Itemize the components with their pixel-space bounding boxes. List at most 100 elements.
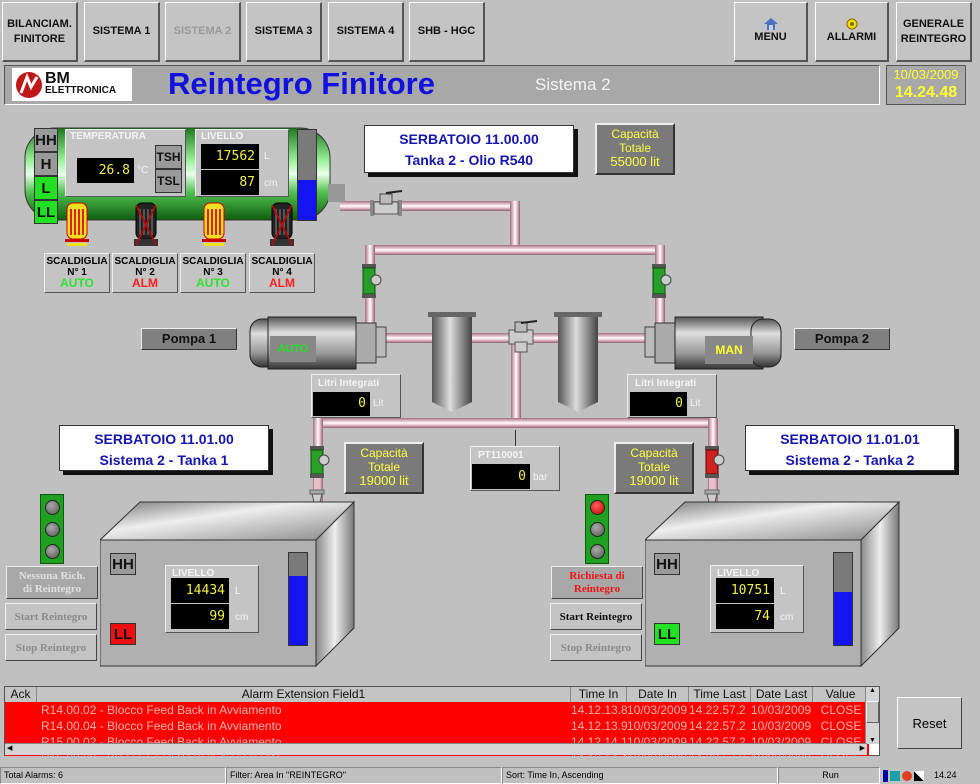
level-label: LIVELLO xyxy=(201,131,244,142)
tray-app-icon[interactable] xyxy=(914,770,924,781)
alarm-horizontal-scrollbar[interactable]: ◀ ▶ xyxy=(5,743,867,755)
tank-2-start-reintegro-button[interactable]: Start Reintegro xyxy=(550,603,642,630)
request-text: Nessuna Rich. xyxy=(18,570,86,582)
tank-1-start-reintegro-button[interactable]: Start Reintegro xyxy=(5,603,97,630)
heater-number: N° 3 xyxy=(203,267,223,278)
tank-1-request-status: Nessuna Rich.di Reintegro xyxy=(6,566,98,599)
tank-2-label-panel: SERBATOIO 11.01.01 Sistema 2 - Tanka 2 xyxy=(745,425,955,471)
alarm-cell-value: CLOSE xyxy=(820,703,862,717)
heater-label: SCALDIGLIA xyxy=(114,256,176,267)
pipe xyxy=(511,338,521,428)
request-text: Richiesta di xyxy=(569,570,625,582)
alarm-row[interactable]: R14.00.04 - Blocco Feed Back in Avviamen… xyxy=(5,718,869,734)
tray-icon[interactable] xyxy=(883,769,888,782)
column-header-ack[interactable]: Ack xyxy=(5,687,37,702)
alarm-row[interactable]: R14.00.02 - Blocco Feed Back in Avviamen… xyxy=(5,702,869,718)
column-header-time-in[interactable]: Time In xyxy=(571,687,627,702)
scroll-down-icon[interactable]: ▼ xyxy=(869,737,876,744)
liters-unit: Lit xyxy=(690,398,701,409)
capacity-label: Totale xyxy=(618,141,652,155)
menu-button[interactable]: MENU xyxy=(734,2,808,62)
level-l-indicator: L xyxy=(34,176,58,200)
liters-unit: L xyxy=(780,586,786,597)
column-header-date-in[interactable]: Date In xyxy=(627,687,689,702)
nav-sistema-1-button[interactable]: SISTEMA 1 xyxy=(84,2,160,62)
alarm-cell-text: R14.00.04 - Blocco Feed Back in Avviamen… xyxy=(41,719,282,733)
main-tank-label-panel: SERBATOIO 11.00.00 Tanka 2 - Olio R540 xyxy=(364,125,574,173)
pump-1-liters-value: 0 xyxy=(313,392,370,416)
heater-number: N° 4 xyxy=(272,267,292,278)
alarm-vertical-scrollbar[interactable]: ▲ ▼ xyxy=(865,687,879,744)
reset-button[interactable]: Reset xyxy=(897,697,962,749)
nav-sistema-3-button[interactable]: SISTEMA 3 xyxy=(246,2,322,62)
capacity-value: 55000 lit xyxy=(610,154,660,169)
alarm-cell-time-last: 14.22.57.2 xyxy=(689,703,746,717)
title-bar xyxy=(4,65,880,105)
nav-shb-hgc-button[interactable]: SHB - HGC xyxy=(409,2,485,62)
page-subtitle: Sistema 2 xyxy=(535,75,611,94)
scroll-right-icon[interactable]: ▶ xyxy=(859,745,865,752)
cm-unit: cm xyxy=(235,612,249,623)
alarm-cell-date-in: 10/03/2009 xyxy=(627,703,688,717)
logo-text-top: BM xyxy=(45,69,70,87)
ball-valve-icon[interactable] xyxy=(503,320,539,354)
ball-valve-icon[interactable] xyxy=(368,188,404,218)
column-header-date-last[interactable]: Date Last xyxy=(751,687,813,702)
tank-1-cm-value: 99 xyxy=(171,604,229,629)
heater-number: N° 2 xyxy=(135,267,155,278)
scroll-left-icon[interactable]: ◀ xyxy=(7,745,13,752)
pump-1-button[interactable]: Pompa 1 xyxy=(141,328,237,350)
scroll-thumb[interactable] xyxy=(866,701,879,723)
tank-2-stop-reintegro-button[interactable]: Stop Reintegro xyxy=(550,634,642,661)
alarm-bell-icon xyxy=(846,18,857,30)
column-header-value[interactable]: Value xyxy=(813,687,869,702)
alarm-table[interactable]: Ack Alarm Extension Field1 Time In Date … xyxy=(4,686,880,756)
tank-id: SERBATOIO 11.01.00 xyxy=(94,431,234,447)
tank-2-traffic-light xyxy=(585,494,609,564)
pipe xyxy=(365,245,665,255)
capacity-label: Totale xyxy=(637,460,671,474)
date-text: 10/03/2009 xyxy=(893,67,959,82)
column-header-field1[interactable]: Alarm Extension Field1 xyxy=(37,687,571,702)
tank-2-liters-value: 10751 xyxy=(716,578,774,603)
alarm-cell-value: CLOSE xyxy=(820,719,862,733)
heater-state: AUTO xyxy=(196,276,230,290)
cm-unit: cm xyxy=(264,178,278,189)
alarm-table-header: Ack Alarm Extension Field1 Time In Date … xyxy=(5,687,879,702)
pump-2-button[interactable]: Pompa 2 xyxy=(794,328,890,350)
network-icon[interactable] xyxy=(890,770,900,781)
alarm-cell-text: R14.00.02 - Blocco Feed Back in Avviamen… xyxy=(41,703,282,717)
lamp-bottom xyxy=(590,544,605,559)
level-bar-fill xyxy=(298,179,316,220)
tank-1-stop-reintegro-button[interactable]: Stop Reintegro xyxy=(5,634,97,661)
heater-alarm-icon xyxy=(134,202,158,246)
nav-sistema-2-button[interactable]: SISTEMA 2 xyxy=(165,2,241,62)
heater-on-icon xyxy=(65,202,89,246)
antivirus-icon[interactable] xyxy=(902,770,912,781)
pump-1-mode: AUTO xyxy=(270,336,316,362)
tank-1-liters-value: 14434 xyxy=(171,578,229,603)
temperature-label: TEMPERATURA xyxy=(70,131,146,142)
tank-1-level-bar xyxy=(288,552,308,646)
column-header-time-last[interactable]: Time Last xyxy=(689,687,751,702)
alarm-cell-date-last: 10/03/2009 xyxy=(751,703,812,717)
alarm-cell-date-last: 10/03/2009 xyxy=(751,719,812,733)
pump-1-motor-icon[interactable] xyxy=(248,315,388,370)
pump-2-mode: MAN xyxy=(705,336,753,364)
page-title: Reintegro Finitore xyxy=(168,66,435,101)
nav-label: FINITORE xyxy=(13,32,66,45)
nav-sistema-4-button[interactable]: SISTEMA 4 xyxy=(328,2,404,62)
temperature-unit: °C xyxy=(137,165,149,176)
tank-2-hh-indicator: HH xyxy=(654,553,680,575)
alarms-button[interactable]: ALLARMI xyxy=(815,2,889,62)
nav-bilanciam-finitore-button[interactable]: BILANCIAM.FINITORE xyxy=(2,2,78,62)
scroll-up-icon[interactable]: ▲ xyxy=(869,687,876,694)
level-bar-fill xyxy=(289,576,307,645)
capacity-label: Totale xyxy=(367,460,401,474)
